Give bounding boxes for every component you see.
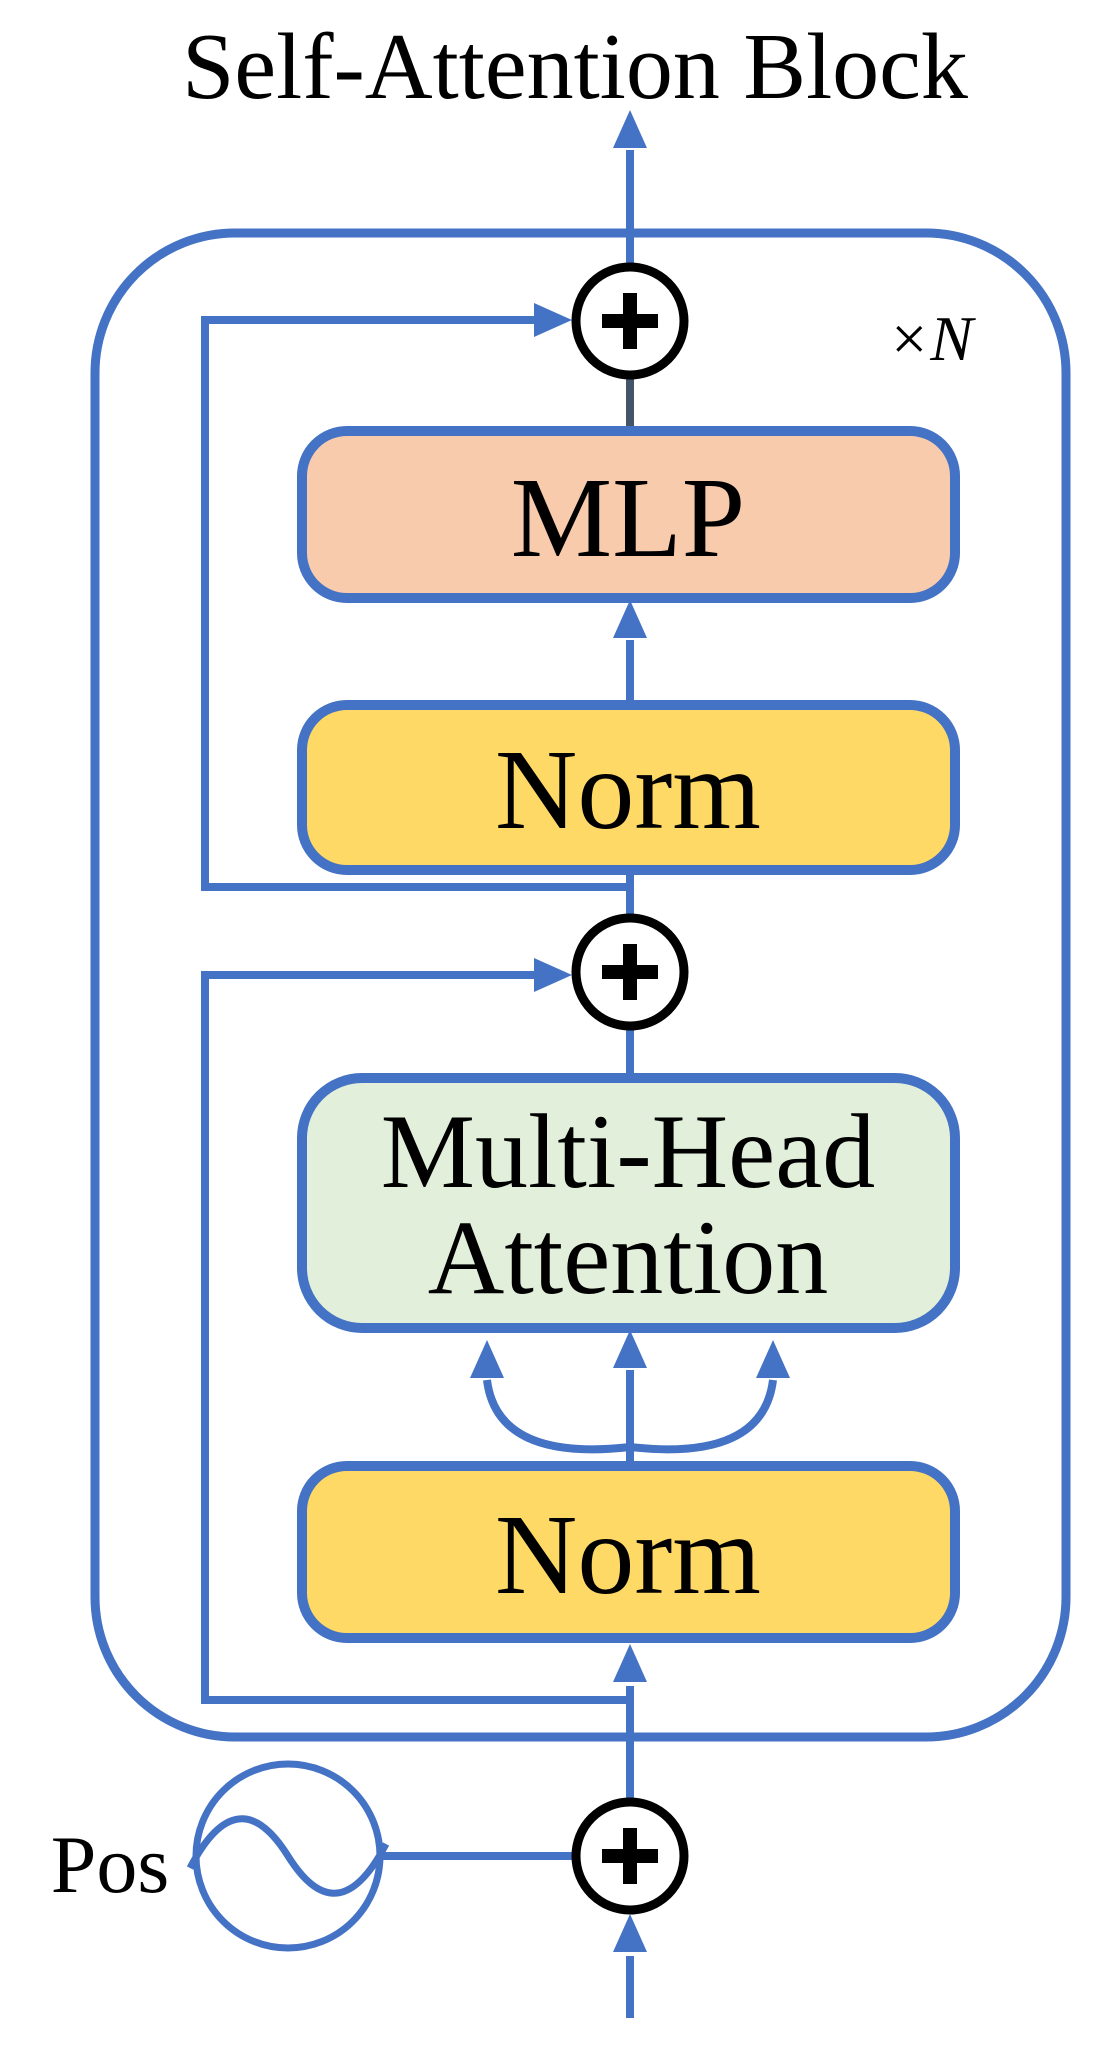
positional-encoding: Pos xyxy=(51,1760,578,1952)
norm-lower-label: Norm xyxy=(495,1491,761,1618)
mlp-label: MLP xyxy=(511,454,745,581)
input-to-norm-arrow xyxy=(613,1644,647,1802)
norm-to-mlp-arrow xyxy=(613,600,647,705)
query-arrow-curve xyxy=(483,1379,631,1454)
norm-upper-label: Norm xyxy=(495,726,761,853)
output-arrow xyxy=(613,110,647,263)
residual-attention-arrowhead-icon xyxy=(534,958,572,992)
add-node-output xyxy=(571,262,689,380)
norm-upper-block: Norm xyxy=(297,700,960,875)
residual-mlp-arrowhead-icon xyxy=(534,303,572,337)
residual-connection-attention xyxy=(201,958,630,1704)
norm-to-mlp-arrowhead-icon xyxy=(613,600,647,638)
output-arrowhead-icon xyxy=(613,110,647,148)
bottom-input-arrowhead-icon xyxy=(613,1914,647,1952)
pos-label: Pos xyxy=(51,1819,170,1910)
bottom-input-arrow xyxy=(613,1914,647,2018)
key-arrow-curve xyxy=(629,1379,777,1454)
value-arrowhead-icon xyxy=(613,1330,647,1368)
input-arrowhead-icon xyxy=(613,1644,647,1682)
norm-lower-block: Norm xyxy=(297,1461,960,1643)
query-arrowhead-icon xyxy=(470,1340,504,1378)
plus-icon xyxy=(602,944,658,1000)
plus-icon xyxy=(602,1828,658,1884)
key-arrowhead-icon xyxy=(756,1340,790,1378)
plus-icon xyxy=(602,293,658,349)
residual-connection-mlp xyxy=(201,303,630,891)
add-node-positional xyxy=(571,1797,689,1915)
diagram-title: Self-Attention Block xyxy=(182,15,968,119)
mlp-block: MLP xyxy=(297,426,960,603)
mha-label-line1: Multi-Head xyxy=(381,1093,876,1210)
sine-wave-icon xyxy=(186,1760,390,1952)
add-node-attention xyxy=(571,913,689,1031)
mha-label-line2: Attention xyxy=(428,1199,828,1316)
repeat-count-label: ×N xyxy=(887,303,976,374)
multi-head-attention-block: Multi-Head Attention xyxy=(297,1073,960,1333)
transformer-block-container xyxy=(90,228,1071,1742)
qkv-arrows xyxy=(470,1330,790,1466)
